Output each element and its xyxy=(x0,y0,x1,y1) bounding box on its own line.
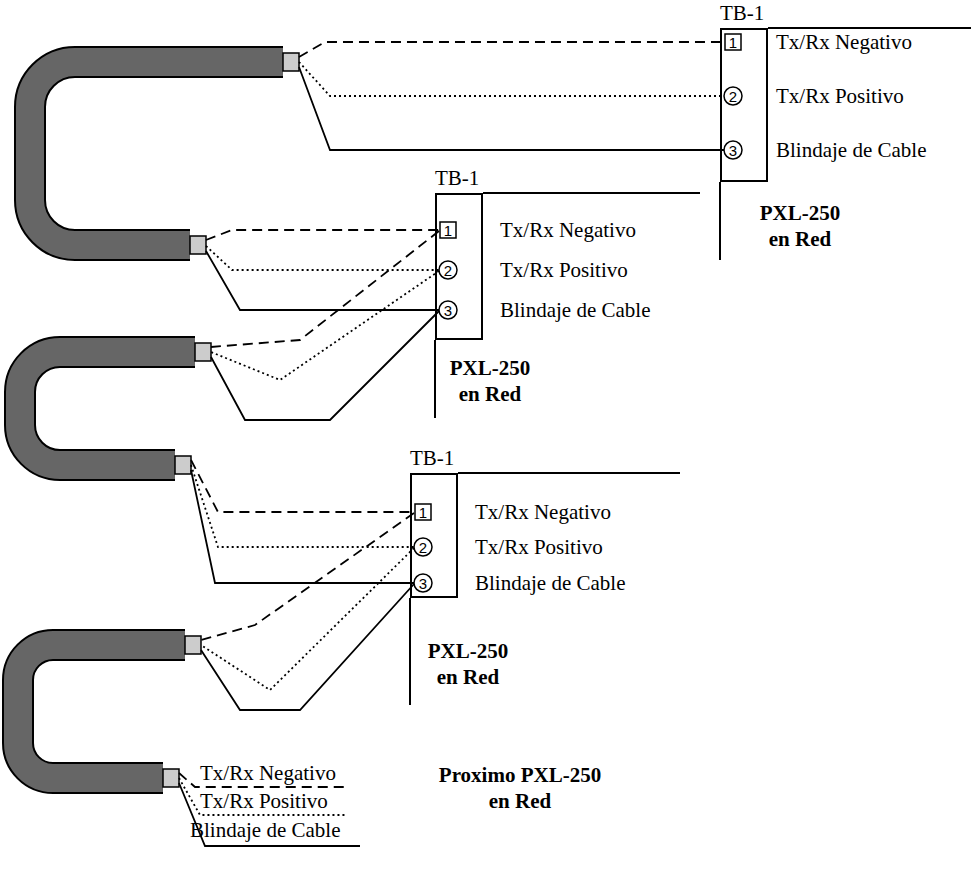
pin-number: 3 xyxy=(726,143,740,158)
signal-name: Blindaje de Cable xyxy=(475,573,625,594)
terminal-block: TB-1 xyxy=(410,473,458,598)
pin-number: 2 xyxy=(726,89,740,104)
signal-name: Tx/Rx Negativo xyxy=(500,220,636,241)
signal-name: Blindaje de Cable xyxy=(190,820,340,841)
device-label: PXL-250 en Red xyxy=(440,355,540,408)
cable xyxy=(18,62,283,778)
device-outline xyxy=(410,28,971,705)
block-name: TB-1 xyxy=(410,448,454,469)
signal-name: Blindaje de Cable xyxy=(776,140,926,161)
terminal-block: TB-1 xyxy=(720,28,768,182)
terminal-pin xyxy=(414,34,742,592)
signal-name: Blindaje de Cable xyxy=(500,300,650,321)
device-label: PXL-250 en Red xyxy=(418,638,518,691)
device-label: Proximo PXL-250 en Red xyxy=(428,762,613,815)
signal-name: Tx/Rx Positivo xyxy=(776,86,904,107)
block-name: TB-1 xyxy=(720,3,764,24)
pin-number: 1 xyxy=(416,505,430,520)
pin-number: 3 xyxy=(416,576,430,591)
pin-number: 2 xyxy=(416,540,430,555)
signal-name: Tx/Rx Negativo xyxy=(776,32,912,53)
signal-name: Tx/Rx Negativo xyxy=(200,763,336,784)
pin-number: 1 xyxy=(726,35,740,50)
device-label: PXL-250 en Red xyxy=(750,200,850,253)
terminal-block: TB-1 xyxy=(435,193,483,340)
pin-number: 1 xyxy=(441,223,455,238)
signal-name: Tx/Rx Positivo xyxy=(200,791,328,812)
pin-number: 3 xyxy=(441,303,455,318)
signal-name: Tx/Rx Positivo xyxy=(475,537,603,558)
pin-number: 2 xyxy=(441,263,455,278)
signal-name: Tx/Rx Negativo xyxy=(475,502,611,523)
wire xyxy=(179,42,724,846)
signal-name: Tx/Rx Positivo xyxy=(500,260,628,281)
block-name: TB-1 xyxy=(435,168,479,189)
